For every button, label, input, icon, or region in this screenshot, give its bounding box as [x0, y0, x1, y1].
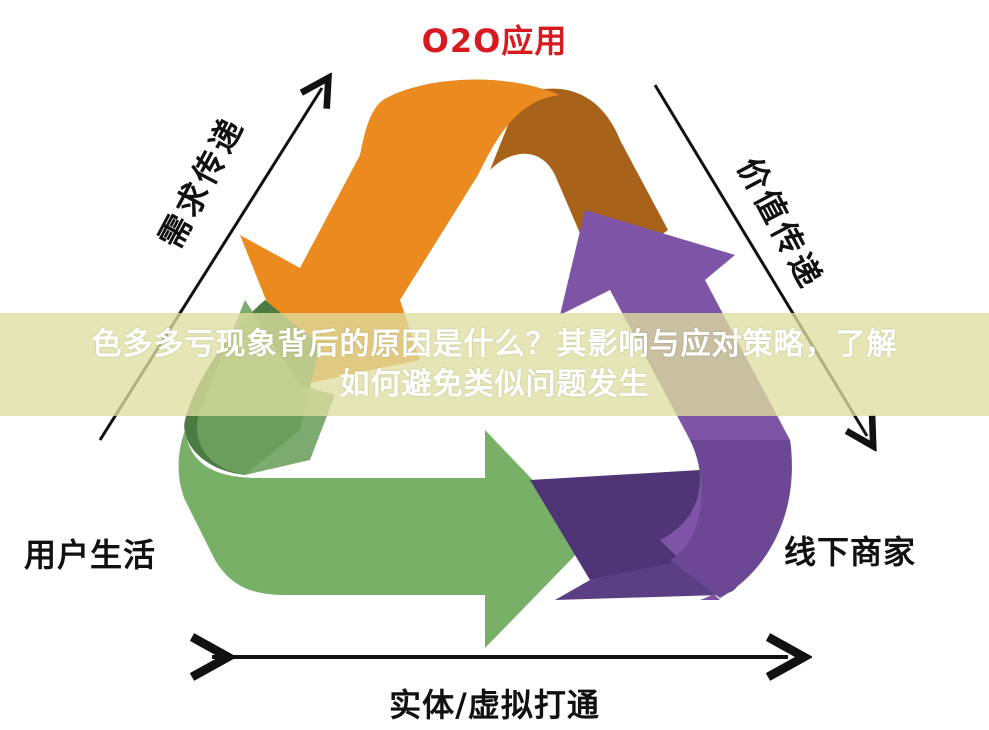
- diagram-title: O2O应用: [421, 22, 568, 60]
- corner-label-user-life: 用户生活: [24, 536, 157, 574]
- corner-label-offline-merchant: 线下商家: [784, 533, 917, 571]
- banner-line-1: 色多多亏现象背后的原因是什么？其影响与应对策略，了解: [91, 326, 898, 362]
- banner-line-2: 如何避免类似问题发生: [339, 366, 650, 402]
- headline-banner: 色多多亏现象背后的原因是什么？其影响与应对策略，了解 如何避免类似问题发生: [0, 313, 989, 416]
- corner-label-online-offline: 实体/虚拟打通: [389, 686, 600, 724]
